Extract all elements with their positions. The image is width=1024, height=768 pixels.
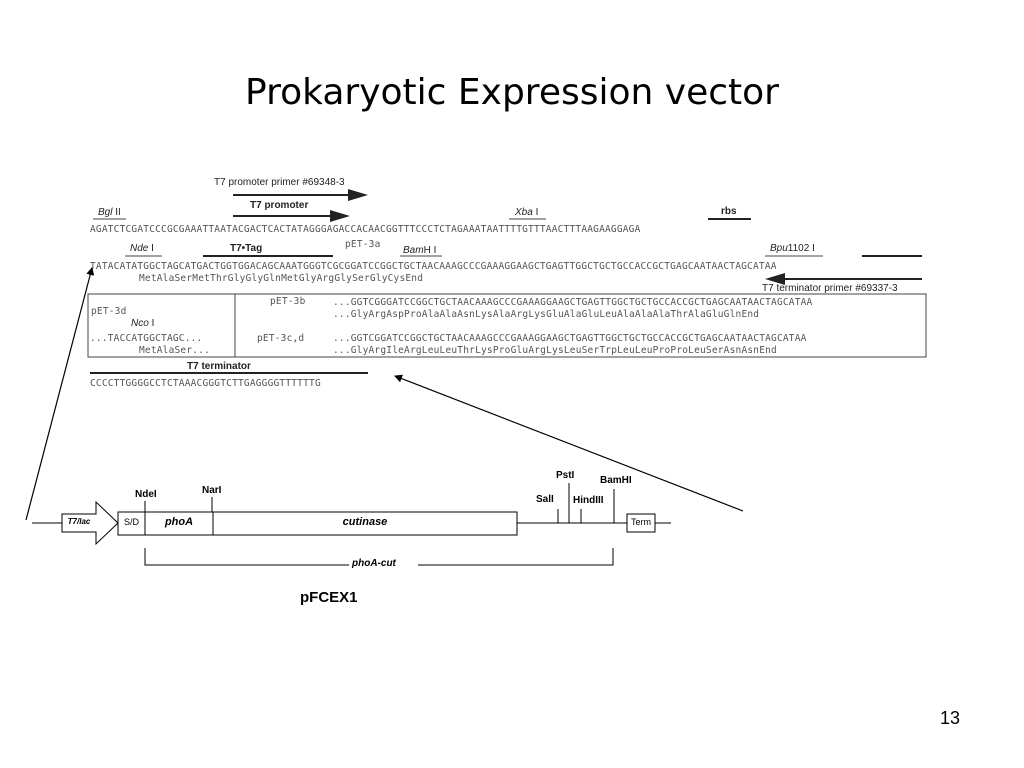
bamhi-label: BamHI <box>600 475 632 486</box>
phoa-label: phoA <box>164 516 194 528</box>
cutinase-label: cutinase <box>342 516 388 528</box>
pet3cd-sequence: ...GGTCGGATCCGGCTGCTAACAAAGCCCGAAAGGAAGC… <box>333 333 807 344</box>
t7-promoter-label: T7 promoter <box>250 200 309 211</box>
nco-site-label: Nco I <box>131 318 154 329</box>
pet3b-label: pET-3b <box>270 296 306 307</box>
pet3d-aa: MetAlaSer... <box>139 345 211 356</box>
pet3cd-label: pET-3c,d <box>257 333 305 344</box>
nari-label: NarI <box>202 485 222 496</box>
reverse-primer-arrowhead <box>765 273 785 285</box>
nco-site-rest: I <box>148 318 155 329</box>
pet3b-sequence: ...GGTCGGGATCCGGCTGCTAACAAAGCCCGAAAGGAAG… <box>333 297 813 308</box>
t7-promoter-arrowhead <box>330 210 350 222</box>
nde-site-rest: I <box>148 243 154 254</box>
bamh-site-label: BamH I <box>403 245 436 256</box>
bpu-site-label: Bpu1102 I <box>770 243 815 254</box>
bgl-site-label: Bgl II <box>98 207 121 218</box>
rbs-label: rbs <box>721 206 737 217</box>
phoa-cut-bracket <box>144 548 614 566</box>
slide-title: Prokaryotic Expression vector <box>245 72 779 113</box>
pet3d-sequence: ...TACCATGGCTAGC... <box>90 333 203 344</box>
reverse-primer-label: T7 terminator primer #69337-3 <box>762 283 898 294</box>
pet3d-label: pET-3d <box>91 306 127 317</box>
xba-site-rest: I <box>532 207 539 218</box>
phoa-cut-label: phoA-cut <box>352 558 396 569</box>
t7-terminator-label: T7 terminator <box>187 361 251 372</box>
xba-site-italic: Xba <box>515 207 533 218</box>
sequence-line-2: TATACATATGGCTAGCATGACTGGTGGACAGCAAATGGGT… <box>90 261 777 272</box>
bgl-site-italic: Bgl <box>98 207 113 218</box>
forward-primer-arrowhead <box>348 189 368 201</box>
t7lac-label: T7/lac <box>67 517 91 526</box>
nco-site-italic: Nco <box>131 318 149 329</box>
nde-site-label: Nde I <box>130 243 154 254</box>
sequence-line-2-aa: MetAlaSerMetThrGlyGlyGlnMetGlyArgGlySerG… <box>139 273 424 284</box>
variant-box <box>87 293 927 358</box>
term-label: Term <box>631 517 651 527</box>
xba-site-label: Xba I <box>515 207 538 218</box>
pet3a-label: pET-3a <box>345 239 381 250</box>
nde-site-italic: Nde <box>130 243 149 254</box>
bpu-site-rest: 1102 I <box>787 243 815 254</box>
t7-tag-label: T7•Tag <box>230 243 263 254</box>
vector-name: pFCEX1 <box>300 589 358 606</box>
forward-primer-label: T7 promoter primer #69348-3 <box>214 177 345 188</box>
ndei-label: NdeI <box>135 489 157 500</box>
terminator-sequence: CCCCTTGGGGCCTCTAAACGGGTCTTGAGGGGTTTTTTG <box>90 378 321 389</box>
pet3cd-aa: ...GlyArgIleArgLeuLeuThrLysProGluArgLysL… <box>333 345 777 356</box>
pet3b-aa: ...GlyArgAspProAlaAlaAsnLysAlaArgLysGluA… <box>333 309 760 320</box>
pointer-arrow-left <box>25 267 95 521</box>
pointer-arrow-right <box>394 374 744 512</box>
t7lac-promoter-shape <box>61 500 119 546</box>
bamh-site-rest: H I <box>423 245 437 256</box>
bpu-site-italic: Bpu <box>770 243 788 254</box>
psti-label: PstI <box>556 470 575 481</box>
sali-label: SalI <box>536 494 554 505</box>
bamh-site-italic: Bam <box>403 245 424 256</box>
sequence-line-1: AGATCTCGATCCCGCGAAATTAATACGACTCACTATAGGG… <box>90 224 641 235</box>
hindiii-label: HindIII <box>573 495 604 506</box>
bgl-site-rest: II <box>112 207 121 218</box>
page-number: 13 <box>940 708 961 728</box>
sd-label: S/D <box>123 517 139 527</box>
